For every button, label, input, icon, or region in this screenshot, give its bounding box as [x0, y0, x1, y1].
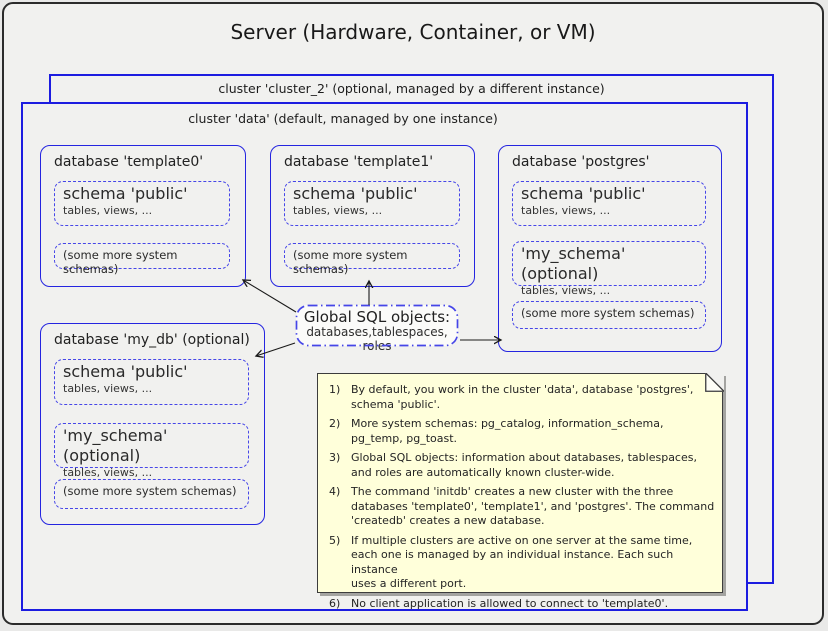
schema-title: schema 'public': [521, 184, 646, 203]
system-schemas-box: (some more system schemas): [54, 243, 230, 276]
note-item-text: More system schemas: pg_catalog, informa…: [351, 417, 664, 445]
database-postgres-box: database 'postgres' schema 'public' tabl…: [498, 145, 722, 352]
database-template1-box: database 'template1' schema 'public' tab…: [270, 145, 475, 287]
note-item: 1) By default, you work in the cluster '…: [329, 383, 716, 412]
database-template0-box: database 'template0' schema 'public' tab…: [40, 145, 246, 287]
note-item-number: 4): [329, 485, 341, 498]
note-item-number: 6): [329, 596, 341, 610]
schema-title: 'my_schema' (optional): [521, 244, 626, 283]
schema-contents-label: tables, views, ...: [63, 204, 153, 217]
note-item-text: By default, you work in the cluster 'dat…: [351, 383, 694, 411]
schema-title: (some more system schemas): [521, 306, 695, 320]
cluster-data-label: cluster 'data' (default, managed by one …: [188, 111, 498, 126]
database-my-db-label: database 'my_db' (optional): [54, 332, 250, 348]
schema-contents-label: tables, views, ...: [521, 204, 611, 217]
system-schemas-box: (some more system schemas): [54, 479, 249, 509]
note-item-number: 1): [329, 383, 341, 396]
database-template0-label: database 'template0': [54, 154, 204, 170]
database-template1-label: database 'template1': [284, 154, 434, 170]
schema-contents-label: tables, views, ...: [63, 466, 153, 479]
note-item-text: Global SQL objects: information about da…: [351, 451, 697, 479]
database-postgres-label: database 'postgres': [512, 154, 650, 170]
schema-public-box: schema 'public' tables, views, ...: [284, 181, 460, 226]
schema-title: (some more system schemas): [63, 248, 178, 277]
note-item: 6) No client application is allowed to c…: [329, 597, 716, 612]
note-item-number: 5): [329, 533, 341, 547]
schema-title: schema 'public': [293, 184, 418, 203]
global-sql-objects-title: Global SQL objects:: [303, 308, 451, 326]
folded-corner-icon: [704, 372, 724, 392]
schema-title: schema 'public': [63, 184, 188, 203]
cluster-2-label: cluster 'cluster_2' (optional, managed b…: [218, 81, 605, 96]
schema-public-box: schema 'public' tables, views, ...: [512, 181, 706, 226]
schema-my-schema-box: 'my_schema' (optional) tables, views, ..…: [54, 423, 249, 479]
note-item: 4) The command 'initdb' creates a new cl…: [329, 485, 716, 529]
note-item: 5) If multiple clusters are active on on…: [329, 534, 716, 592]
schema-title: (some more system schemas): [293, 248, 408, 277]
schema-title: 'my_schema' (optional): [63, 426, 168, 465]
schema-contents-label: tables, views, ...: [293, 204, 383, 217]
note-item-number: 2): [329, 417, 341, 430]
schema-title: schema 'public': [63, 362, 188, 381]
note-item-text: If multiple clusters are active on one s…: [351, 533, 693, 591]
schema-public-box: schema 'public' tables, views, ...: [54, 359, 249, 405]
annotation-note: 1) By default, you work in the cluster '…: [317, 372, 724, 610]
database-my-db-box: database 'my_db' (optional) schema 'publ…: [40, 323, 265, 525]
schema-title: (some more system schemas): [63, 484, 237, 498]
note-item-text: No client application is allowed to conn…: [351, 596, 669, 610]
server-title: Server (Hardware, Container, or VM): [230, 20, 596, 44]
schema-my-schema-box: 'my_schema' (optional) tables, views, ..…: [512, 241, 706, 297]
system-schemas-box: (some more system schemas): [284, 243, 460, 276]
note-item: 2) More system schemas: pg_catalog, info…: [329, 417, 716, 446]
note-item: 3) Global SQL objects: information about…: [329, 451, 716, 480]
schema-contents-label: tables, views, ...: [63, 382, 153, 395]
note-item-number: 3): [329, 451, 341, 464]
global-sql-objects-subtitle: databases,tablespaces, roles: [306, 325, 448, 353]
schema-public-box: schema 'public' tables, views, ...: [54, 181, 230, 226]
system-schemas-box: (some more system schemas): [512, 301, 706, 329]
note-item-text: The command 'initdb' creates a new clust…: [351, 485, 715, 527]
global-sql-objects-box: Global SQL objects: databases,tablespace…: [296, 305, 458, 353]
note-list: 1) By default, you work in the cluster '…: [318, 374, 722, 611]
schema-contents-label: tables, views, ...: [521, 284, 611, 297]
